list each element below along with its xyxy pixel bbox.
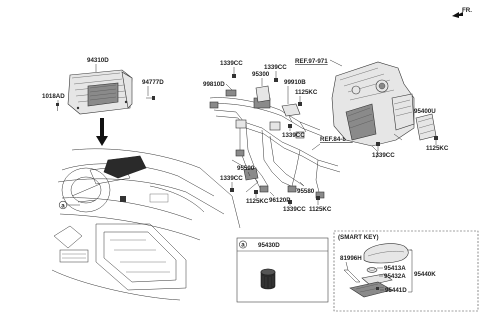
screw-icon-1339CC-f	[288, 200, 292, 204]
label-95432A: 95432A	[384, 273, 406, 280]
label-1125KC-d: 1125KC	[309, 206, 332, 213]
screw-icon-1339CC-b	[274, 78, 278, 82]
label-95400U: 95400U	[414, 108, 436, 115]
screw-icon-1125KC-c	[254, 190, 258, 194]
hvac-unit	[331, 61, 415, 159]
label-95580: 95580	[297, 188, 315, 195]
smart-key-title: (SMART KEY)	[338, 234, 379, 241]
label-81996H: 81996H	[340, 255, 362, 262]
label-1339CC-a: 1339CC	[220, 60, 243, 67]
label-1339CC-e: 1339CC	[220, 175, 243, 182]
label-95440K: 95440K	[414, 271, 436, 278]
key-blade-icon	[343, 269, 361, 283]
control-unit-94310D	[67, 69, 133, 115]
battery-icon	[366, 267, 378, 273]
leader-arrow-icon	[96, 118, 108, 146]
screw-icon-1125KC-b	[434, 136, 438, 140]
label-95430D: 95430D	[258, 242, 280, 249]
screw-icon-1018AD	[56, 103, 59, 111]
callout-marker-a: a	[58, 200, 68, 209]
label-96120P: 96120P	[269, 197, 290, 204]
screw-icon-1125KC-a	[298, 102, 302, 106]
label-1125KC-b: 1125KC	[426, 145, 449, 152]
smart-key-box: (SMART KEY) 81996H 95413A 95432A 95440K	[333, 230, 479, 312]
wiring-harness	[209, 85, 341, 199]
label-1125KC-c: 1125KC	[246, 198, 269, 205]
key-case-icon	[349, 281, 393, 298]
detail-box-a: a 95430D	[236, 237, 329, 303]
screw-icon-1339CC-c	[288, 124, 292, 128]
screw-icon-1339CC-d	[376, 142, 380, 146]
svg-text:a: a	[61, 202, 65, 209]
label-94310D: 94310D	[87, 57, 109, 64]
screw-icon-1339CC-a	[232, 74, 236, 78]
screw-icon-1339CC-e	[230, 188, 234, 192]
label-1339CC-c: 1339CC	[282, 132, 305, 139]
dashboard-illustration	[51, 148, 241, 301]
label-1339CC-f: 1339CC	[283, 206, 306, 213]
label-94777D: 94777D	[142, 79, 164, 86]
label-95590: 95590	[237, 165, 255, 172]
fr-label: FR.	[462, 7, 472, 14]
label-95413A: 95413A	[384, 265, 406, 272]
ref-84-847-label: REF.84-847	[320, 136, 353, 143]
screw-icon-1125KC-d	[316, 196, 320, 200]
label-99810D: 99810D	[203, 81, 225, 88]
detail-marker-a-text: a	[241, 242, 245, 249]
screw-icon-94777D	[146, 96, 155, 100]
detail-marker-a	[239, 240, 247, 249]
fr-arrow-icon	[452, 12, 463, 18]
ref-97-971-label: REF.97-971	[295, 58, 328, 65]
label-95441D: 95441D	[385, 287, 407, 294]
label-95300: 95300	[252, 71, 270, 78]
label-99910B: 99910B	[284, 79, 306, 86]
smart-key-fob-icon	[363, 243, 409, 264]
label-1018AD: 1018AD	[42, 93, 65, 100]
label-1339CC-d: 1339CC	[372, 152, 395, 159]
key-cover-icon	[361, 273, 393, 286]
label-1125KC-a: 1125KC	[295, 89, 318, 96]
part-95430D-icon	[260, 268, 276, 290]
label-1339CC-b: 1339CC	[264, 64, 287, 71]
module-95400U	[415, 113, 437, 141]
